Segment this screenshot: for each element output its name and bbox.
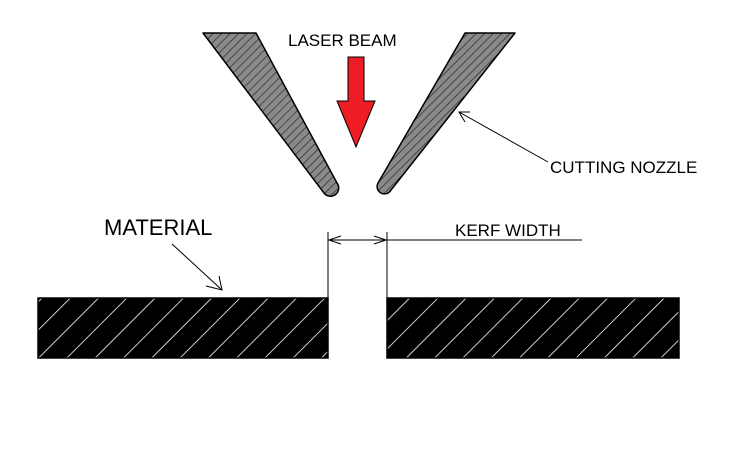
kerf-width-label: KERF WIDTH (455, 221, 561, 240)
material-leader-arrow (171, 243, 223, 291)
material-label: MATERIAL (104, 215, 212, 240)
laser-beam-label: LASER BEAM (288, 31, 397, 50)
nozzle-right-wall (376, 32, 516, 195)
kerf-width-dimension (327, 232, 582, 298)
cutting-nozzle-leader-arrow (458, 111, 549, 163)
material-block-right (386, 297, 680, 359)
cutting-nozzle-label: CUTTING NOZZLE (550, 158, 697, 177)
nozzle-left-wall (202, 32, 340, 197)
laser-beam-arrow (336, 56, 376, 149)
material-block-left (37, 297, 329, 359)
